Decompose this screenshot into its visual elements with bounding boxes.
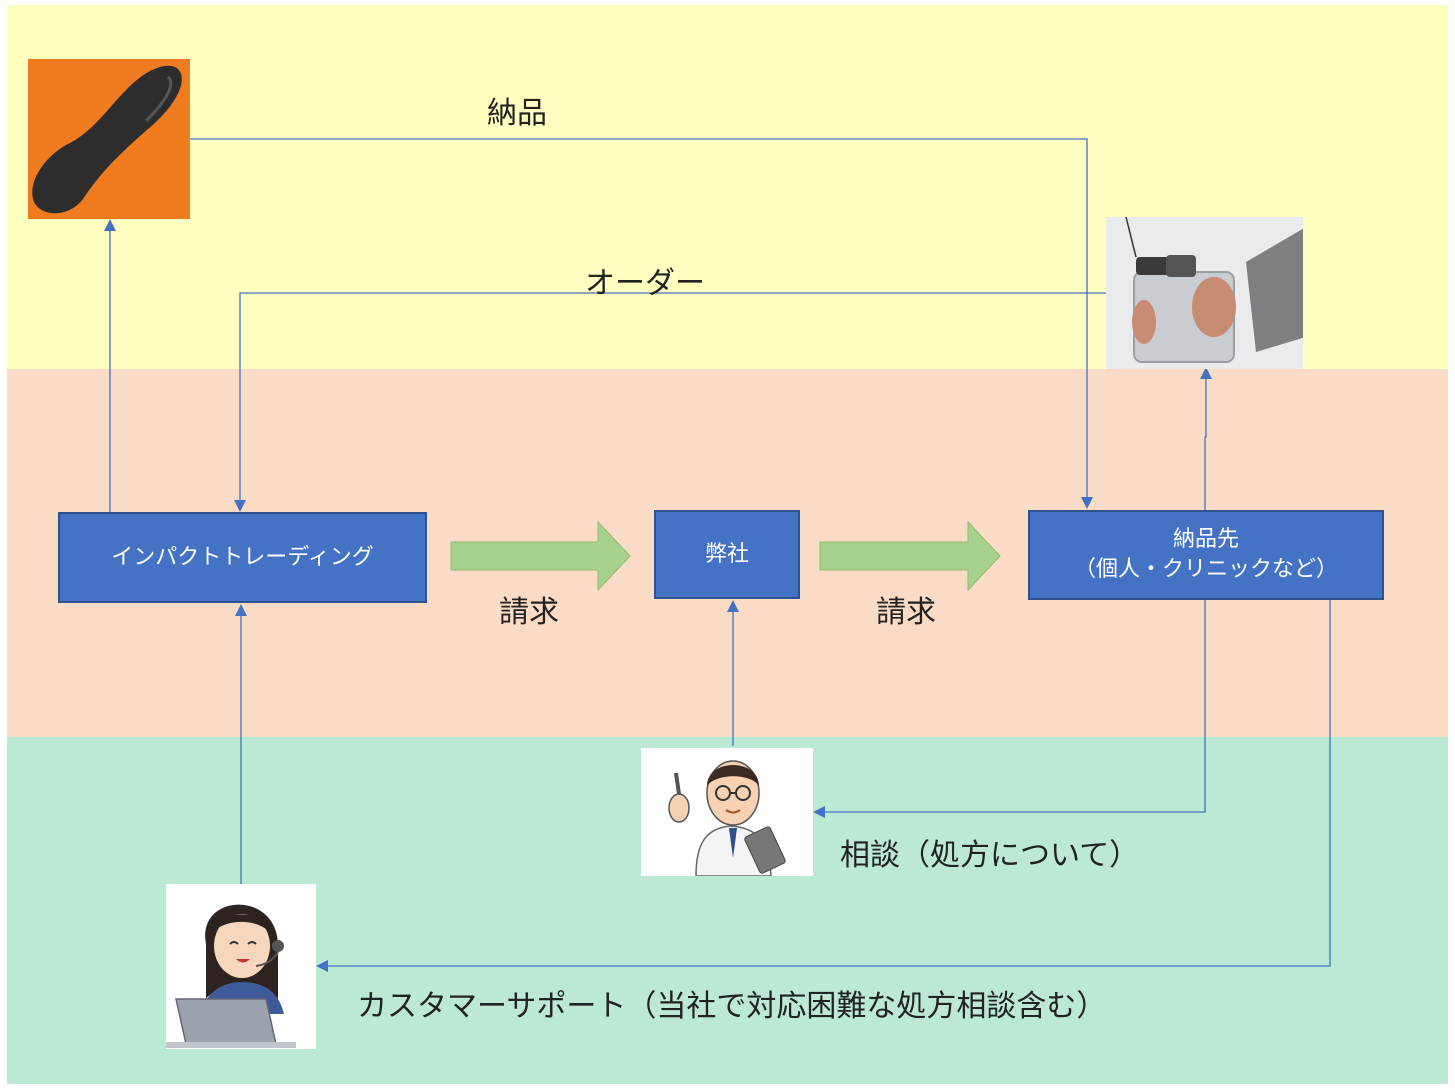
order-label: オーダー	[585, 266, 705, 301]
impact-trading-label: インパクトトレーディング	[111, 544, 374, 570]
insole-photo	[28, 59, 190, 219]
billing-arrow-1	[450, 520, 631, 592]
consultation-label: 相談（処方について）	[840, 838, 1140, 873]
connector-consultation	[813, 600, 1206, 818]
connector-destination-to-scanner	[1200, 367, 1212, 510]
call-center-operator-illustration	[166, 884, 316, 1049]
destination-label-line2: （個人・クリニックなど）	[1073, 557, 1338, 582]
company-box: 弊社	[654, 510, 800, 599]
destination-box: 納品先 （個人・クリニックなど）	[1028, 510, 1384, 600]
destination-label-line1: 納品先	[1172, 527, 1239, 553]
customer-support-label: カスタマーサポート（当社で対応困難な処方相談含む）	[357, 989, 1107, 1024]
doctor-illustration	[641, 748, 813, 876]
connector-order	[234, 292, 1106, 512]
connector-support	[316, 600, 1331, 972]
company-label: 弊社	[704, 541, 749, 567]
billing-label-2: 請求	[876, 595, 936, 630]
billing-label-1: 請求	[499, 595, 559, 630]
delivery-label: 納品	[487, 96, 547, 131]
connector-delivery	[190, 138, 1093, 509]
3d-scanner-photo	[1106, 217, 1303, 369]
billing-arrow-2	[819, 520, 1001, 592]
impact-trading-box: インパクトトレーディング	[58, 512, 427, 603]
